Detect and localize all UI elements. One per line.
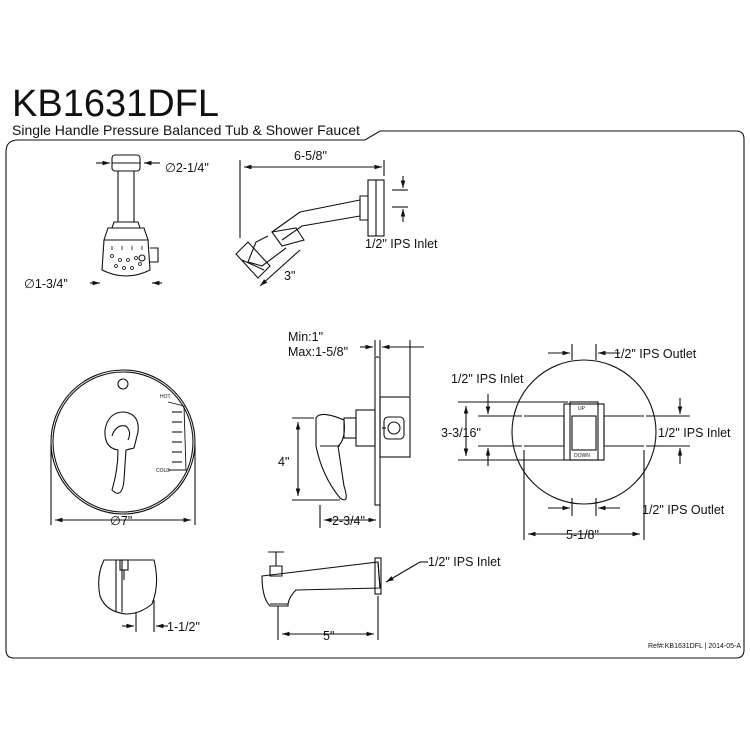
label-spout-reach: 5" (323, 629, 334, 643)
label-valve-depth-min: Min:1" (288, 330, 323, 344)
valve-side-view (292, 340, 424, 528)
product-subtitle: Single Handle Pressure Balanced Tub & Sh… (12, 122, 360, 138)
label-valve-up: UP (578, 406, 586, 412)
label-valve-down: DOWN (574, 453, 590, 459)
spout-front-view (98, 559, 168, 632)
label-valve-depth: 2-3/4" (332, 514, 365, 528)
drawing-border (5, 130, 745, 659)
label-spout-projection: 1-1/2" (167, 620, 200, 634)
label-valve-inlet-right: 1/2" IPS Inlet (658, 426, 731, 440)
label-valve-height: 4" (278, 455, 289, 469)
label-trim-plate-dia: ∅7" (110, 514, 132, 528)
label-valve-depth-max: Max:1-5/8" (288, 345, 348, 359)
label-valve-outlet-top: 1/2" IPS Outlet (614, 347, 697, 361)
label-shower-arm-drop: 3" (284, 269, 295, 283)
label-shower-arm-reach: 6-5/8" (294, 149, 327, 163)
valve-rear-view (458, 344, 690, 540)
shower-arm-side-view (235, 160, 408, 287)
model-number: KB1631DFL (12, 83, 220, 125)
label-shower-head-flange-dia: ∅2-1/4" (165, 161, 209, 175)
label-spout-inlet: 1/2" IPS Inlet (428, 555, 501, 569)
label-valve-body-height: 3-3/16" (441, 426, 481, 440)
label-cold: COLD (156, 468, 170, 474)
spout-side-view (261, 551, 428, 640)
label-hot: HOT (160, 394, 171, 400)
shower-head-front-view (90, 154, 162, 286)
label-valve-inlet-left: 1/2" IPS Inlet (451, 372, 524, 386)
dimension-labels: ∅2-1/4" ∅1-3/4" 6-5/8" 1/2" IPS Inlet 3"… (24, 149, 741, 650)
label-valve-outlet-bottom: 1/2" IPS Outlet (642, 503, 725, 517)
reference-code: Ref#:KB1631DFL | 2014-05-A (648, 643, 741, 650)
trim-plate-front-view (50, 369, 196, 525)
label-shower-arm-inlet: 1/2" IPS Inlet (365, 237, 438, 251)
label-shower-head-face-dia: ∅1-3/4" (24, 277, 68, 291)
label-valve-body-width: 5-1/8" (566, 528, 599, 542)
